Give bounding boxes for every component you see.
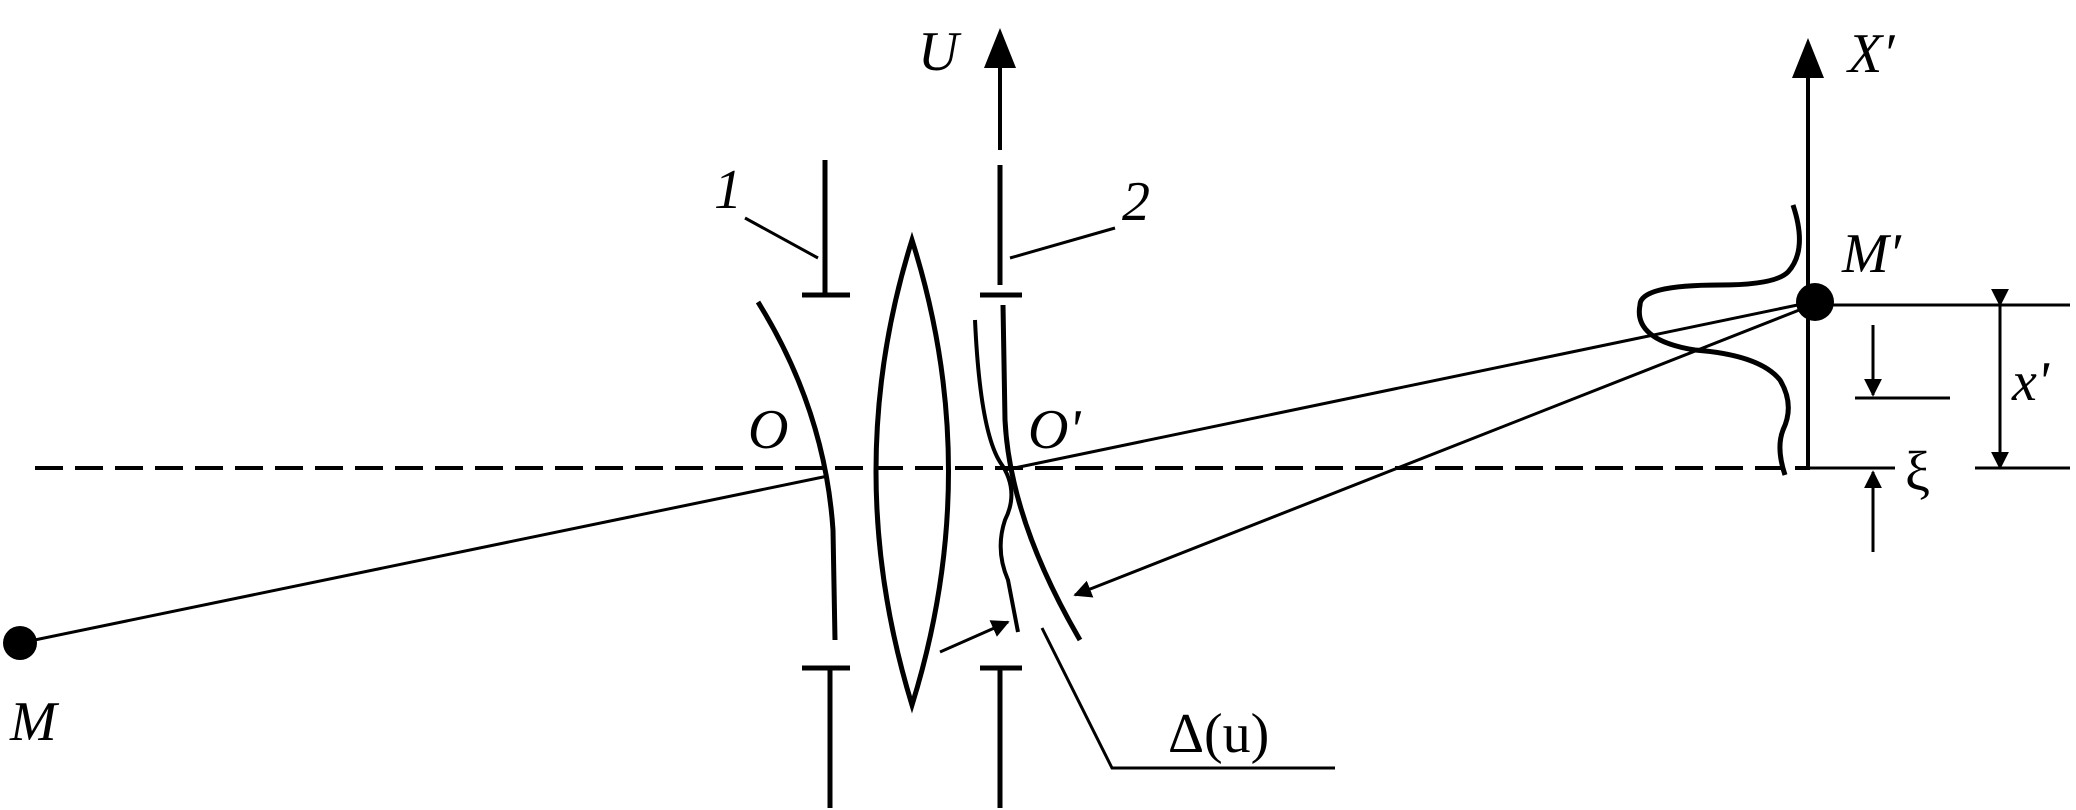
ray-o-prime-to-m-prime xyxy=(1004,300,1813,472)
ray-arrow-to-wavefront xyxy=(939,620,1010,654)
ray-m-to-o-prime xyxy=(19,474,829,645)
point-m xyxy=(3,626,37,660)
intensity-curve xyxy=(1636,204,1802,476)
ray-arrow-to-reference-sphere xyxy=(1073,303,1813,598)
label-m: M xyxy=(9,691,60,753)
delta-u-leader xyxy=(1040,627,1335,770)
label-x-prime-small: x' xyxy=(2011,351,2050,413)
u-axis-arrowhead xyxy=(984,28,1016,68)
label-xi: ξ xyxy=(1905,441,1930,503)
label-o: O xyxy=(748,399,788,461)
point-m-prime xyxy=(1796,283,1834,321)
reference-sphere-o-prime xyxy=(1000,304,1083,642)
aperture-stop-2 xyxy=(980,292,1022,808)
label-u: U xyxy=(918,21,962,83)
leader-line-2 xyxy=(1009,226,1116,260)
x-prime-axis-arrowhead xyxy=(1792,38,1824,78)
lens xyxy=(873,231,951,714)
label-1: 1 xyxy=(714,159,742,221)
label-delta-u: Δ(u) xyxy=(1168,703,1269,765)
aperture-stop-1 xyxy=(802,160,850,808)
label-2: 2 xyxy=(1122,171,1150,233)
wavefront-o xyxy=(755,300,838,641)
label-x-prime: X′ xyxy=(1846,23,1895,85)
aberrated-wavefront xyxy=(973,319,1020,633)
label-o-prime: O' xyxy=(1028,399,1081,461)
label-m-prime: M′ xyxy=(1841,223,1902,285)
leader-line-1 xyxy=(744,216,819,260)
